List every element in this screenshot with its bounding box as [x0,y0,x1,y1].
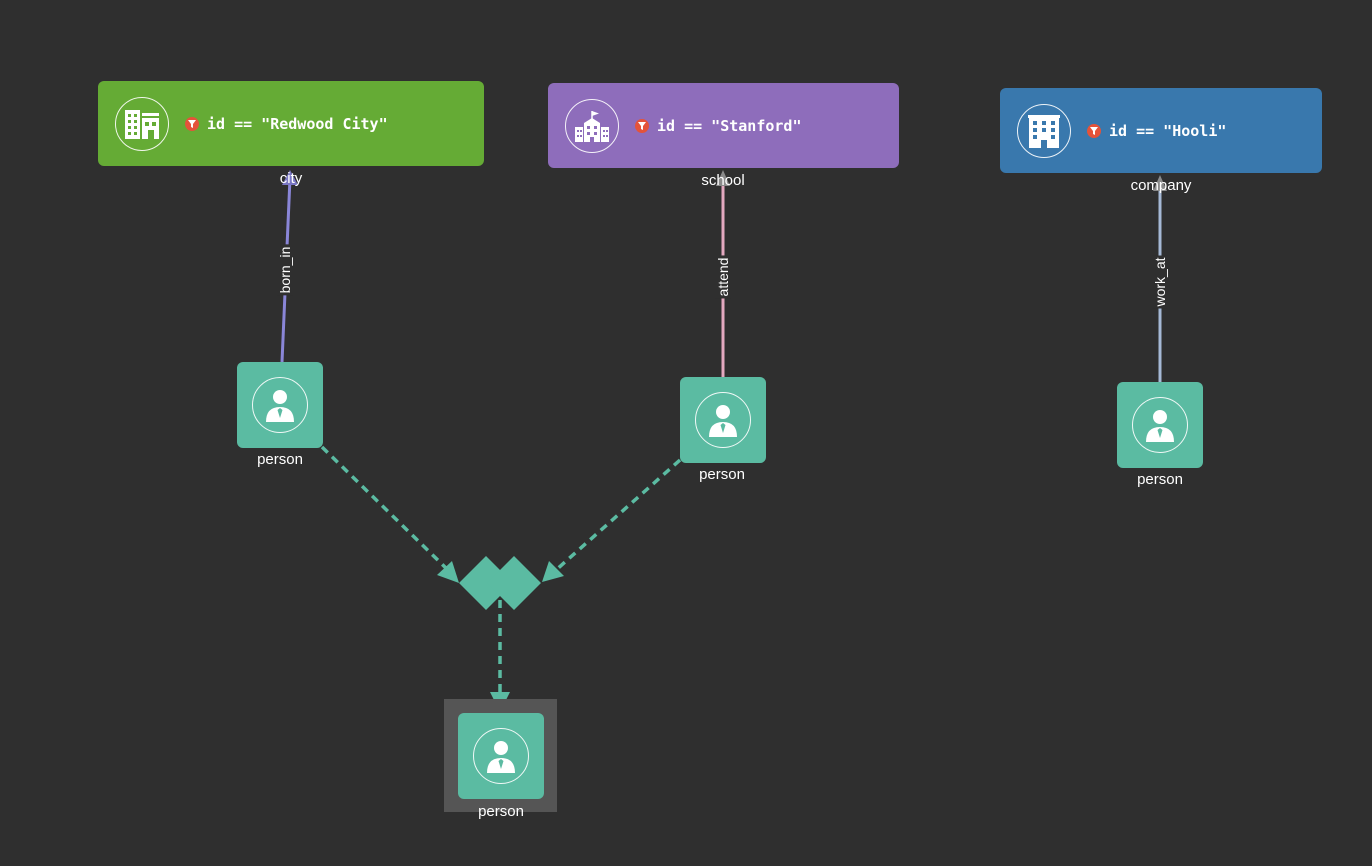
person-node-result[interactable] [458,713,544,799]
join-edge-left[interactable] [320,445,450,572]
person-node-result-label: person [478,803,524,820]
person-icon [252,377,308,433]
company-node-label: company [1130,177,1192,194]
person-node-middle[interactable] [680,377,766,463]
filter-funnel-icon [635,118,649,133]
school-node-label: school [701,172,745,189]
school-icon [565,98,619,153]
filter-funnel-icon [185,116,199,131]
company-filter-expression: id == "Hooli" [1109,121,1227,140]
person-icon [473,728,529,784]
person-node-middle-label: person [699,466,745,483]
person-icon [695,392,751,448]
join-edge-right-arrow [542,561,564,582]
person-node-left-label: person [257,451,303,468]
person-node-left[interactable] [237,362,323,448]
school-filter-expression: id == "Stanford" [657,116,802,135]
join-edge-left-arrow [437,561,459,583]
city-node[interactable]: id == "Redwood City" [98,81,484,166]
person-icon [1132,397,1188,453]
edge-attend-arrow [716,170,730,186]
city-filter-expression: id == "Redwood City" [207,114,388,133]
edge-label-work-at: work_at [1152,255,1168,309]
company-node[interactable]: id == "Hooli" [1000,88,1322,173]
city-node-label: city [279,170,303,187]
person-node-right[interactable] [1117,382,1203,468]
edge-label-born-in: born_in [277,244,293,296]
intersection-diamond-icon[interactable] [459,556,541,610]
join-edge-right[interactable] [554,458,682,572]
filter-funnel-icon [1087,123,1101,138]
school-node[interactable]: id == "Stanford" [548,83,899,168]
edge-born-in-arrow [282,170,298,185]
edge-work-at-arrow [1153,175,1167,191]
city-building-icon [115,96,169,151]
edge-label-attend: attend [715,255,731,299]
office-building-icon [1017,103,1071,158]
person-node-right-label: person [1137,471,1183,488]
